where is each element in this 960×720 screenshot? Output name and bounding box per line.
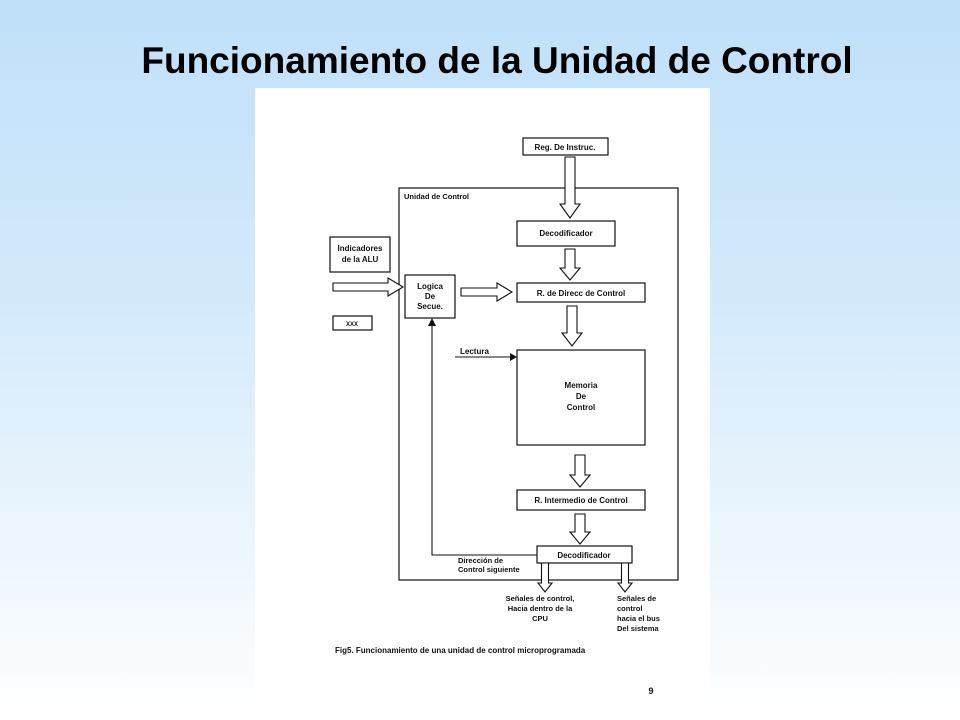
bus-signals-label-line4: Del sistema [617, 624, 660, 633]
buffer-register-box [516, 489, 646, 511]
control-memory-label-line3: Control [567, 403, 595, 412]
arrow-address-register-to-memory [560, 305, 584, 347]
next-address-arrowhead [428, 318, 436, 326]
arrow-instruction-to-decoder [558, 156, 582, 219]
arrow-bus-control-signals [616, 562, 634, 593]
arrow-internal-control-signals [536, 562, 554, 593]
control-memory-box [516, 349, 646, 446]
small-input-box [332, 315, 373, 331]
arrow-flags-to-sequencing-logic [332, 277, 405, 297]
page-mark: 9 [648, 686, 653, 696]
buffer-register-label: R. Intermedio de Control [534, 496, 627, 505]
figure-caption: Fig5. Funcionamiento de una unidad de co… [335, 646, 586, 655]
sequencing-logic-label-line2: De [425, 292, 436, 301]
small-input-box-label: XXX [346, 322, 358, 328]
next-address-label-line2: Control siguiente [458, 565, 520, 574]
arrow-buffer-to-decoder [568, 513, 592, 545]
decoder-bottom-label: Decodificador [557, 551, 610, 560]
read-arrowhead [510, 353, 517, 361]
bus-signals-label-line3: hacia el bus [617, 614, 660, 623]
read-label: Lectura [460, 347, 489, 356]
bus-signals-label-line2: control [617, 604, 642, 613]
sequencing-logic-label-line3: Secue. [417, 302, 443, 311]
alu-flags-label-line1: Indicadores [338, 244, 383, 253]
next-address-label-line1: Dirección de [458, 556, 503, 565]
internal-signals-label-line1: Señales de control, [506, 594, 575, 603]
decoder-top-box [516, 220, 616, 247]
bus-signals-label-line1: Señales de [617, 594, 656, 603]
address-register-label: R. de Direcc de Control [537, 289, 625, 298]
internal-signals-label-line2: Hacia dentro de la [508, 604, 573, 613]
alu-flags-box [329, 236, 391, 273]
slide-title: Funcionamiento de la Unidad de Control [141, 40, 853, 81]
arrow-memory-to-buffer-register [568, 454, 592, 488]
instruction-register-box [522, 137, 609, 156]
decoder-top-label: Decodificador [539, 229, 592, 238]
arrow-logic-to-address-register [460, 282, 514, 302]
control-unit-label: Unidad de Control [404, 192, 469, 201]
control-memory-label-line2: De [576, 392, 587, 401]
address-register-box [516, 282, 646, 303]
alu-flags-label-line2: de la ALU [342, 255, 379, 264]
arrow-decoder-to-address-register [558, 248, 582, 281]
sequencing-logic-label-line1: Logica [417, 282, 443, 291]
instruction-register-label: Reg. De Instruc. [535, 143, 596, 152]
sequencing-logic-box [404, 274, 456, 319]
control-unit-frame [398, 187, 679, 581]
internal-signals-label-line3: CPU [532, 614, 548, 623]
next-address-line [431, 324, 537, 556]
control-memory-label-line1: Memoria [565, 381, 598, 390]
